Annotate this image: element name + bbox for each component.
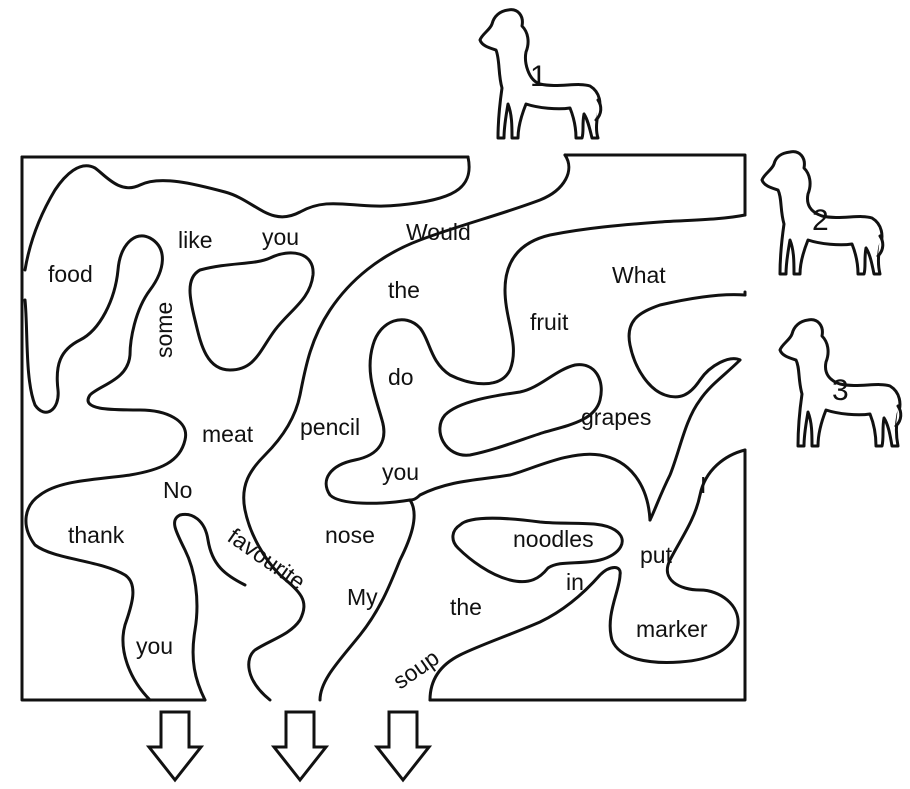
word-you-2: you (382, 459, 419, 485)
word-no: No (163, 477, 192, 503)
word-grapes: grapes (581, 404, 651, 430)
dog-3-label: 3 (832, 374, 849, 407)
dog-icon (478, 8, 602, 140)
word-nose: nose (325, 522, 375, 548)
exit-arrows (145, 710, 433, 783)
dog-2: 2 (760, 150, 885, 276)
word-my: My (347, 584, 378, 610)
word-favourite: favourite (223, 523, 310, 595)
word-in: in (566, 569, 584, 595)
maze-walls (23, 153, 747, 702)
word-like: like (178, 227, 213, 253)
down-arrow-icon (270, 710, 330, 783)
maze-frame (20, 153, 747, 702)
word-the-1: the (388, 277, 420, 303)
word-fruit: fruit (530, 309, 569, 335)
word-some: some (151, 302, 177, 358)
dog-3: 3 (778, 318, 903, 448)
word-do: do (388, 364, 414, 390)
word-i: I (700, 472, 706, 498)
word-thank: thank (68, 522, 125, 548)
word-pencil: pencil (300, 414, 360, 440)
word-meat: meat (202, 421, 254, 447)
down-arrow-icon (145, 710, 205, 783)
dog-icon (760, 150, 884, 276)
dog-2-label: 2 (812, 204, 829, 237)
word-noodles: noodles (513, 526, 594, 552)
word-you-1: you (262, 224, 299, 250)
word-would: Would (406, 219, 471, 245)
dog-1-label: 1 (530, 60, 547, 93)
word-soup: soup (388, 644, 444, 694)
word-the-2: the (450, 594, 482, 620)
word-you-3: you (136, 633, 173, 659)
maze-words: food some like you Would the What fruit … (48, 219, 708, 694)
down-arrow-icon (373, 710, 433, 783)
dog-1: 1 (478, 8, 603, 140)
word-what: What (612, 262, 666, 288)
dog-icon (778, 318, 902, 448)
word-marker: marker (636, 616, 708, 642)
word-food: food (48, 261, 93, 287)
word-put: put (640, 542, 673, 568)
